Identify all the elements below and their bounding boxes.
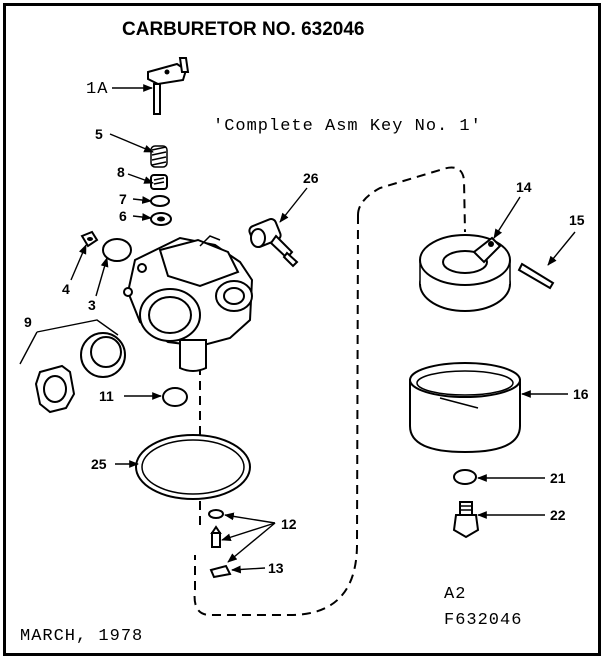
callout-13: 13 — [268, 560, 284, 576]
part-15-float-pin — [517, 262, 555, 290]
callout-12: 12 — [281, 516, 297, 532]
diagram-title: CARBURETOR NO. 632046 — [122, 19, 365, 40]
callout-21: 21 — [550, 470, 566, 486]
callout-16: 16 — [573, 386, 589, 402]
callout-14: 14 — [516, 179, 532, 195]
part-11-o-ring — [162, 387, 188, 407]
callout-25: 25 — [91, 456, 107, 472]
diagram-date: MARCH, 1978 — [20, 627, 143, 646]
callout-22: 22 — [550, 507, 566, 523]
part-26-primer-fitting — [248, 218, 299, 268]
part-5-spring — [150, 145, 168, 168]
part-4-screw — [80, 230, 99, 248]
part-12-needle-seat — [208, 509, 224, 548]
callout-1a: 1A — [86, 80, 108, 99]
callout-11: 11 — [99, 388, 114, 404]
callout-5: 5 — [95, 126, 103, 142]
diagram-frame — [3, 3, 601, 656]
part-16-float-bowl — [409, 362, 521, 454]
callout-9: 9 — [24, 314, 32, 330]
part-6-seal — [150, 212, 172, 226]
part-8-screw — [150, 174, 168, 190]
callout-15: 15 — [569, 212, 585, 228]
part-3-throttle-plate — [102, 238, 132, 262]
figure-code: F632046 — [444, 611, 522, 630]
part-7-washer — [150, 195, 170, 207]
assembly-note: 'Complete Asm Key No. 1' — [213, 117, 482, 136]
carburetor-body — [123, 235, 254, 372]
callout-6: 6 — [119, 208, 127, 224]
callout-26: 26 — [303, 170, 319, 186]
callout-8: 8 — [117, 164, 125, 180]
part-14-float — [419, 234, 511, 312]
leader-lines — [19, 84, 576, 574]
part-22-bowl-bolt — [452, 501, 480, 539]
part-13-clip — [209, 564, 232, 579]
page-code: A2 — [444, 585, 466, 604]
part-21-washer — [453, 469, 477, 485]
part-25-bowl-gasket — [135, 434, 251, 500]
part-1a-throttle-lever — [147, 57, 190, 115]
callout-7: 7 — [119, 191, 127, 207]
callout-4: 4 — [62, 281, 70, 297]
part-9-diaphragm-assembly — [34, 332, 126, 414]
callout-3: 3 — [88, 297, 96, 313]
